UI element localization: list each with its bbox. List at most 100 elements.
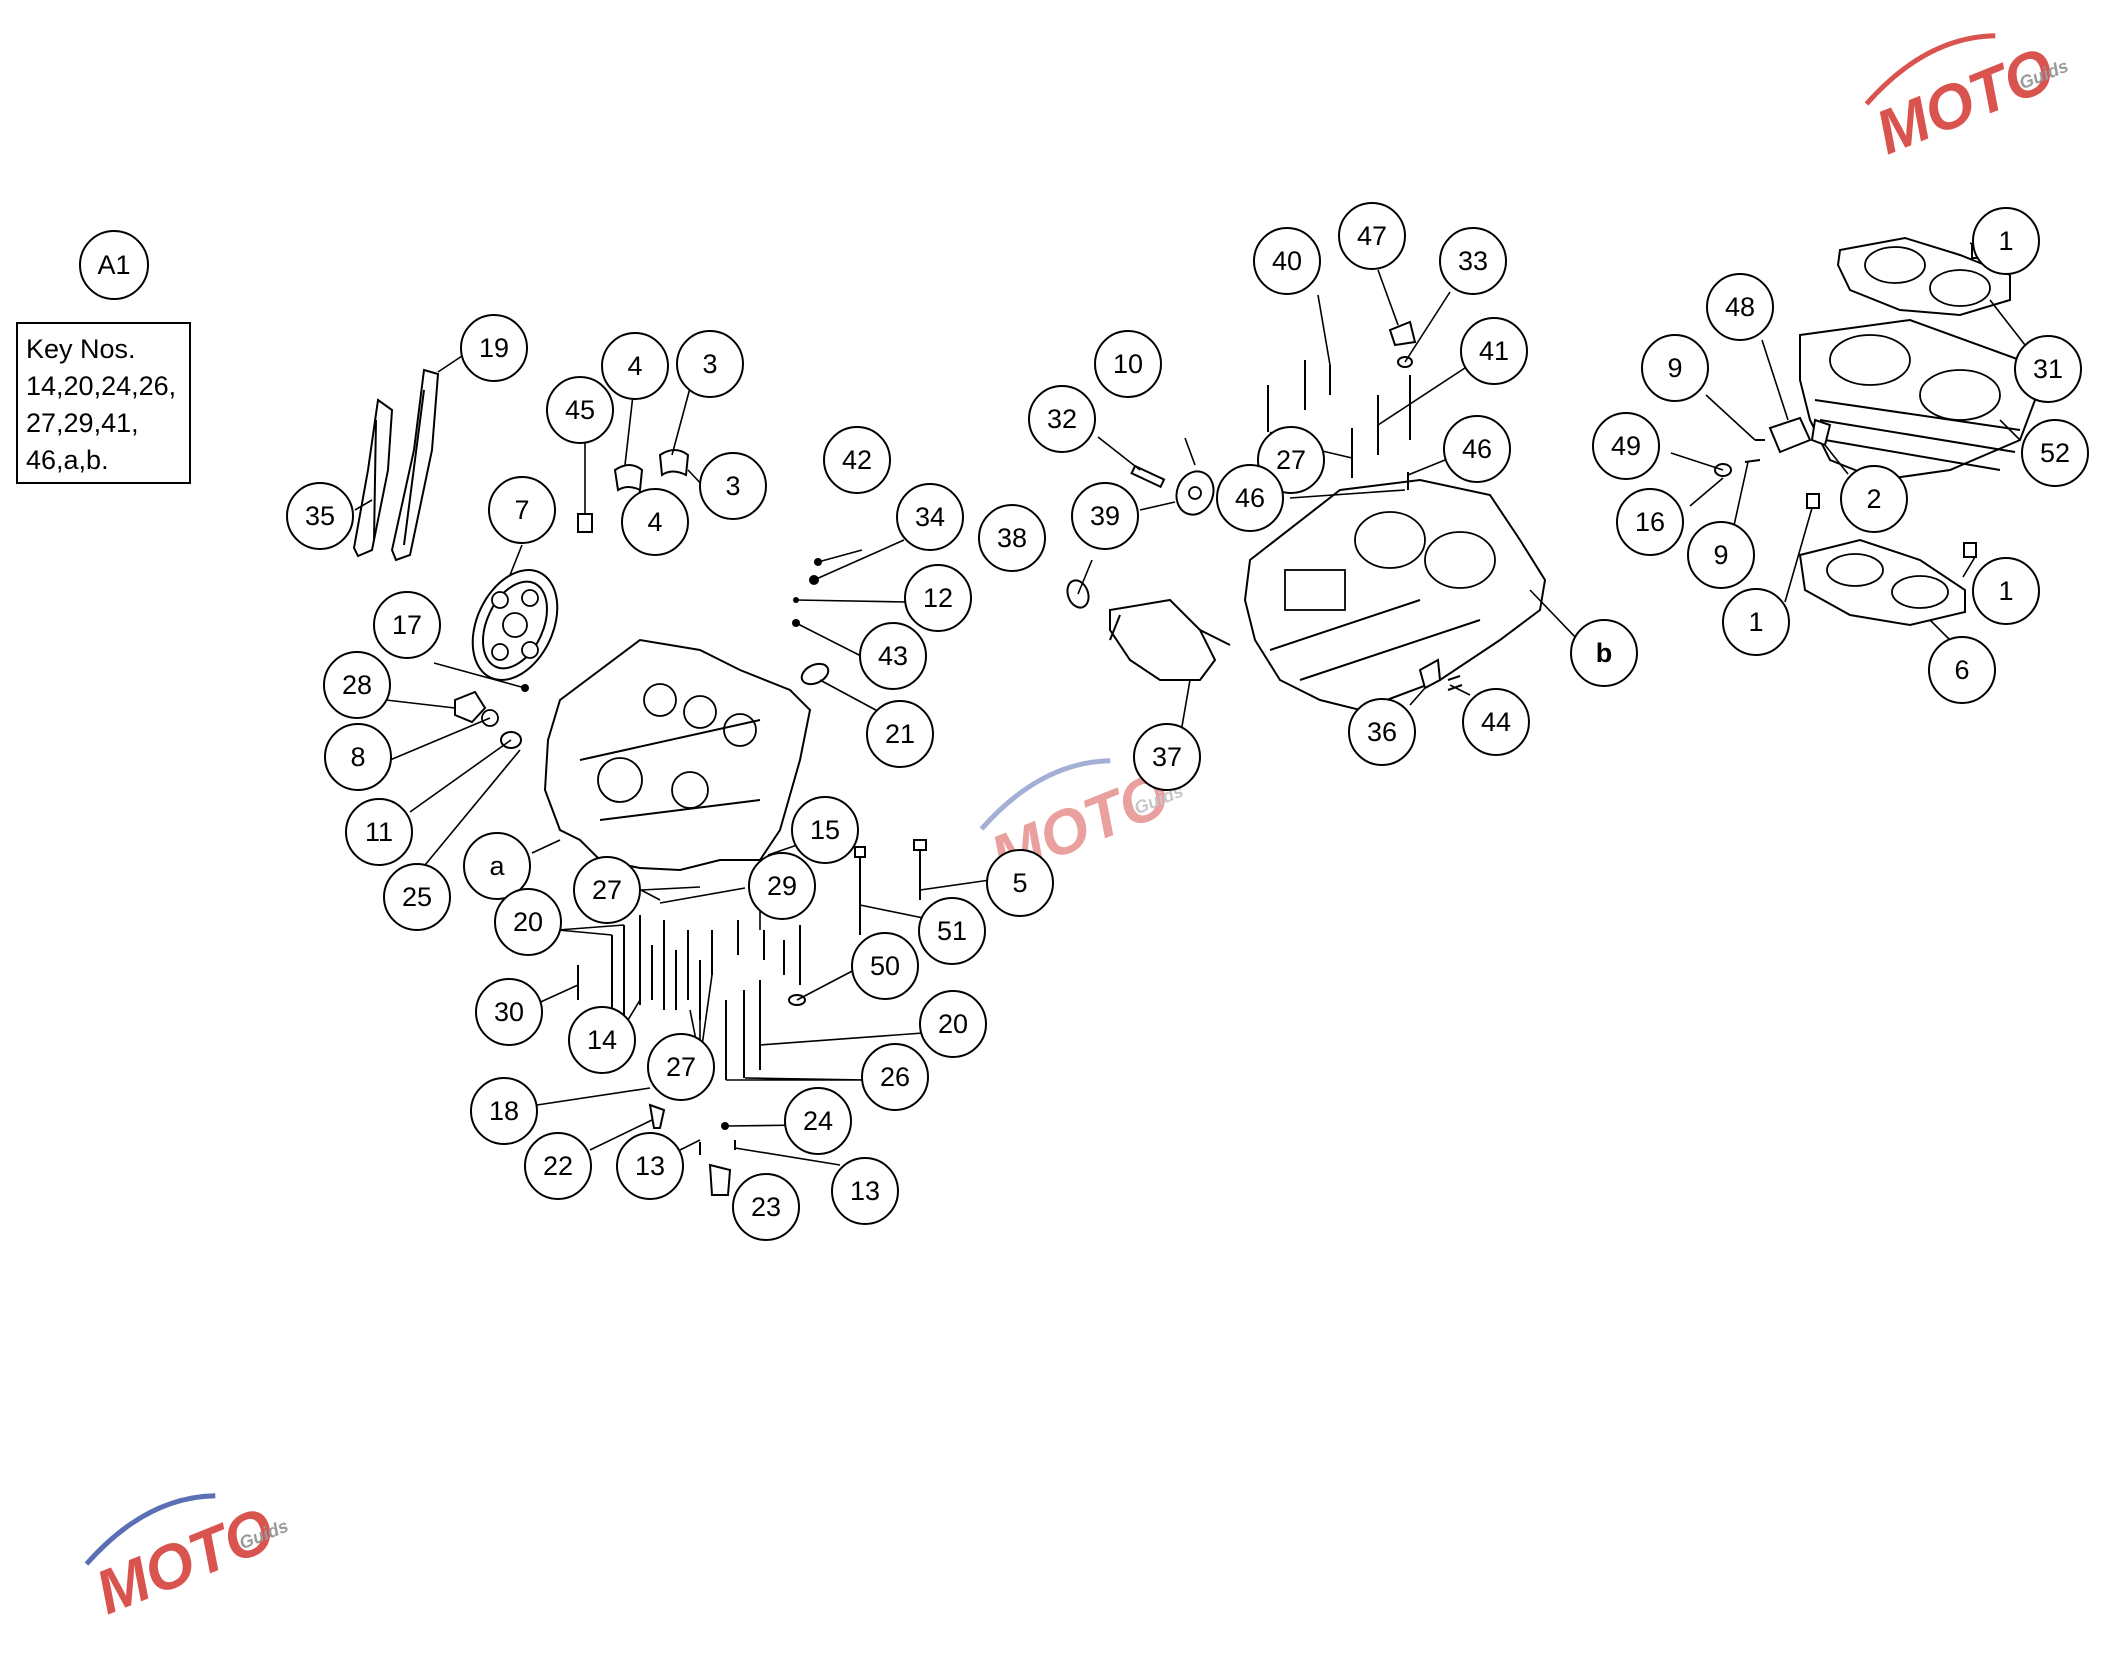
svg-text:42: 42	[842, 445, 872, 475]
svg-text:2: 2	[1866, 484, 1881, 514]
callout-47: 47	[1338, 202, 1406, 270]
callout-15: 15	[791, 796, 859, 864]
callout-52: 52	[2021, 419, 2089, 487]
svg-text:46: 46	[1462, 434, 1492, 464]
svg-text:36: 36	[1367, 717, 1397, 747]
svg-text:A1: A1	[97, 250, 130, 280]
callout-20-right: 20	[919, 990, 987, 1058]
svg-text:8: 8	[350, 742, 365, 772]
callout-33: 33	[1439, 227, 1507, 295]
callouts: 19 35 45 4 3 3 4 7 42 34 12 43 21 17 28 …	[286, 202, 2089, 1241]
callout-39: 39	[1071, 482, 1139, 550]
chain-guide-19-drawing	[390, 368, 440, 562]
svg-text:41: 41	[1479, 336, 1509, 366]
callout-20-left: 20	[494, 888, 562, 956]
svg-text:43: 43	[878, 641, 908, 671]
svg-text:9: 9	[1667, 353, 1682, 383]
callout-34: 34	[896, 483, 964, 551]
svg-text:21: 21	[885, 719, 915, 749]
callout-43: 43	[859, 622, 927, 690]
callout-18: 18	[470, 1077, 538, 1145]
callout-38: 38	[978, 504, 1046, 572]
callout-49: 49	[1592, 412, 1660, 480]
svg-text:13: 13	[850, 1176, 880, 1206]
svg-text:a: a	[489, 851, 505, 881]
watermark-swoosh-icon	[979, 758, 1111, 831]
svg-text:27: 27	[1276, 445, 1306, 475]
callout-5: 5	[986, 849, 1054, 917]
callout-4-top: 4	[601, 332, 669, 400]
svg-text:17: 17	[392, 610, 422, 640]
svg-text:50: 50	[870, 951, 900, 981]
svg-text:4: 4	[627, 351, 642, 381]
svg-text:35: 35	[305, 501, 335, 531]
callout-12: 12	[904, 564, 972, 632]
small-parts-left-drawing	[454, 558, 830, 749]
svg-text:20: 20	[513, 907, 543, 937]
key-box: Key Nos. 14,20,24,26, 27,29,41, 46,a,b.	[16, 322, 191, 484]
callout-8: 8	[324, 723, 392, 791]
callout-29: 29	[748, 852, 816, 920]
head-gasket-31-drawing	[1836, 236, 2011, 317]
callout-b: b	[1570, 619, 1638, 687]
svg-text:48: 48	[1725, 292, 1755, 322]
svg-text:7: 7	[514, 495, 529, 525]
svg-text:3: 3	[702, 349, 717, 379]
svg-text:10: 10	[1113, 349, 1143, 379]
watermark-top-right: MOTO Guids	[1864, 33, 2071, 168]
svg-text:27: 27	[666, 1052, 696, 1082]
svg-text:9: 9	[1713, 540, 1728, 570]
bolts-top-cluster-drawing	[1267, 320, 1463, 691]
chain-guide-35-drawing	[352, 398, 394, 558]
key-line-1: Key Nos.	[26, 334, 136, 364]
svg-text:5: 5	[1012, 868, 1027, 898]
svg-text:23: 23	[751, 1192, 781, 1222]
watermark-swoosh-icon	[84, 1493, 216, 1566]
watermark-swoosh-icon	[1864, 33, 1996, 106]
callout-41: 41	[1460, 317, 1528, 385]
svg-text:52: 52	[2040, 438, 2070, 468]
callout-a: a	[463, 832, 531, 900]
svg-text:25: 25	[402, 882, 432, 912]
svg-text:3: 3	[725, 471, 740, 501]
key-line-4: 46,a,b.	[26, 445, 109, 475]
callout-25: 25	[383, 863, 451, 931]
svg-text:30: 30	[494, 997, 524, 1027]
callout-3-bottom: 3	[699, 452, 767, 520]
callout-27-left: 27	[573, 856, 641, 924]
callout-35: 35	[286, 482, 354, 550]
svg-text:34: 34	[915, 502, 945, 532]
svg-text:26: 26	[880, 1062, 910, 1092]
svg-text:49: 49	[1611, 431, 1641, 461]
svg-text:29: 29	[767, 871, 797, 901]
callout-44: 44	[1462, 688, 1530, 756]
svg-text:45: 45	[565, 395, 595, 425]
svg-text:1: 1	[1998, 226, 2013, 256]
svg-text:6: 6	[1954, 655, 1969, 685]
svg-text:27: 27	[592, 875, 622, 905]
callout-14: 14	[568, 1006, 636, 1074]
callout-17: 17	[373, 591, 441, 659]
base-gasket-6-drawing	[1798, 538, 1966, 627]
callout-28: 28	[323, 651, 391, 719]
callout-26: 26	[861, 1043, 929, 1111]
callout-1-bottom: 1	[1722, 588, 1790, 656]
callout-19: 19	[460, 314, 528, 382]
callout-16: 16	[1616, 488, 1684, 556]
callout-32: 32	[1028, 385, 1096, 453]
svg-text:b: b	[1596, 638, 1613, 668]
callout-46-right: 46	[1443, 415, 1511, 483]
svg-text:46: 46	[1235, 483, 1265, 513]
callout-31: 31	[2014, 335, 2082, 403]
svg-text:31: 31	[2033, 354, 2063, 384]
cylinder-block-drawing	[1799, 318, 2037, 482]
callout-10: 10	[1094, 330, 1162, 398]
callout-3-top: 3	[676, 330, 744, 398]
svg-text:38: 38	[997, 523, 1027, 553]
callout-23: 23	[732, 1173, 800, 1241]
svg-text:32: 32	[1047, 404, 1077, 434]
svg-text:28: 28	[342, 670, 372, 700]
svg-text:11: 11	[365, 817, 393, 847]
callout-9-top: 9	[1641, 334, 1709, 402]
